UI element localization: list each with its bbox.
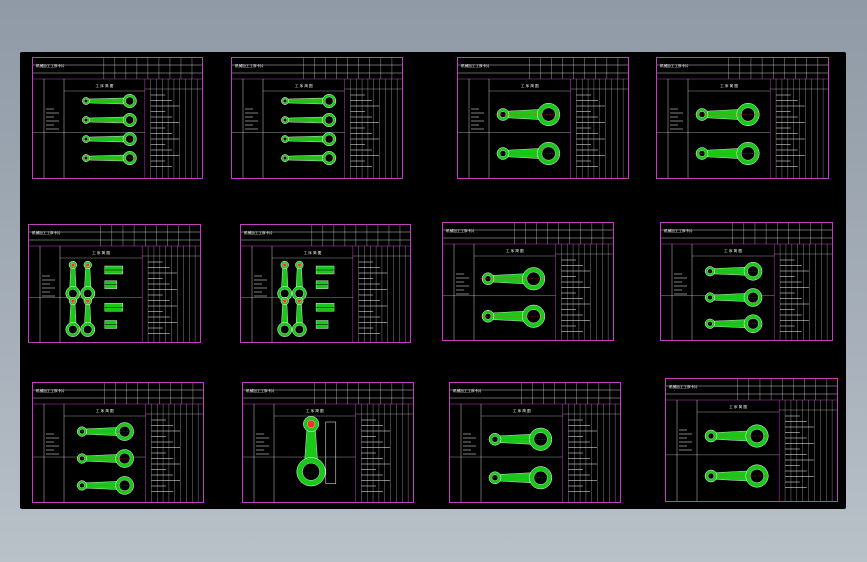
sheet-column-header: 工 序 简 图: [96, 408, 114, 413]
connecting-rod-view: [703, 262, 765, 281]
connecting-rod-view: [279, 113, 338, 128]
connecting-rod-view: [75, 476, 136, 495]
connecting-rod-view: [75, 449, 136, 468]
connecting-rod-view: [291, 296, 307, 337]
connecting-rod-view: [80, 113, 139, 128]
process-sketch: [80, 94, 139, 166]
sheet-column-header: 工 序 简 图: [729, 404, 747, 409]
connecting-rod-view: [703, 424, 771, 448]
sheet-column-header: 工 序 简 图: [506, 248, 524, 253]
connecting-rod-view: [487, 466, 554, 490]
connecting-rod-view: [80, 132, 139, 147]
connecting-rod-view: [703, 314, 765, 333]
process-card-sheet-1[interactable]: 机械加工工序卡片工 序 简 图: [32, 57, 203, 179]
sheet-column-header: 工 序 简 图: [96, 83, 114, 88]
bearing-cap-view: [315, 320, 329, 329]
connecting-rod-view: [279, 94, 338, 108]
connecting-rod-view: [80, 151, 139, 166]
connecting-rod-view: [80, 296, 96, 337]
connecting-rod-view: [703, 464, 771, 488]
sheet-column-header: 工 序 简 图: [720, 83, 738, 88]
process-sketch: [480, 267, 547, 328]
sheet-column-header: 工 序 简 图: [92, 250, 110, 255]
process-card-sheet-6[interactable]: 机械加工工序卡片工 序 简 图: [240, 224, 411, 343]
sheet-title: 机械加工工序卡片: [664, 228, 693, 233]
sheet-column-header: 工 序 简 图: [513, 408, 531, 413]
connecting-rod-view: [279, 132, 338, 147]
connecting-rod-view: [480, 304, 547, 328]
sheet-title: 机械加工工序卡片: [246, 388, 275, 393]
bearing-cap-view: [104, 320, 117, 329]
process-card-sheet-11[interactable]: 机械加工工序卡片工 序 简 图: [449, 382, 621, 503]
sheet-title: 机械加工工序卡片: [244, 230, 273, 235]
connecting-rod-view: [694, 103, 762, 126]
sheet-title: 机械加工工序卡片: [446, 228, 475, 233]
process-card-sheet-5[interactable]: 机械加工工序卡片工 序 简 图: [28, 224, 201, 343]
sheet-column-header: 工 序 简 图: [306, 408, 324, 413]
process-card-sheet-9[interactable]: 机械加工工序卡片工 序 简 图: [32, 382, 204, 503]
process-sketch: [703, 262, 765, 333]
connecting-rod-view: [277, 296, 293, 337]
sheet-title: 机械加工工序卡片: [453, 388, 482, 393]
connecting-rod-view: [277, 260, 293, 301]
process-sketch: [277, 260, 335, 337]
process-sketch: [487, 427, 554, 490]
sheet-title: 机械加工工序卡片: [235, 63, 264, 68]
process-sketch: [703, 424, 771, 488]
connecting-rod-view: [480, 267, 547, 291]
connecting-rod-view: [703, 288, 765, 307]
sheet-column-header: 工 序 简 图: [295, 83, 313, 88]
process-sketch: [65, 260, 123, 337]
process-card-sheet-12[interactable]: 机械加工工序卡片工 序 简 图: [665, 378, 838, 502]
connecting-rod-view: [495, 142, 562, 165]
bearing-cap-view: [315, 303, 335, 312]
process-card-sheet-7[interactable]: 机械加工工序卡片工 序 简 图: [442, 222, 614, 341]
connecting-rod-view: [694, 142, 762, 165]
bearing-cap-view: [104, 265, 123, 275]
sheet-frame: [242, 382, 414, 503]
process-card-sheet-8[interactable]: 机械加工工序卡片工 序 简 图: [660, 222, 833, 341]
connecting-rod-view: [291, 260, 307, 301]
sheet-title: 机械加工工序卡片: [461, 63, 490, 68]
sheet-column-header: 工 序 简 图: [724, 248, 742, 253]
process-sketch: [75, 422, 136, 495]
sheet-title: 机械加工工序卡片: [660, 63, 689, 68]
connecting-rod-view: [296, 416, 326, 487]
sheet-title: 机械加工工序卡片: [669, 384, 698, 389]
process-sketch: [279, 94, 338, 166]
bearing-cap-view: [315, 280, 329, 289]
process-card-sheet-3[interactable]: 机械加工工序卡片工 序 简 图: [457, 57, 629, 179]
sheet-title: 机械加工工序卡片: [36, 388, 65, 393]
process-sketch: [495, 103, 562, 165]
process-card-sheet-2[interactable]: 机械加工工序卡片工 序 简 图: [231, 57, 403, 179]
bearing-cap-view: [104, 303, 123, 312]
sheet-column-header: 工 序 简 图: [304, 250, 322, 255]
connecting-rod-view: [65, 296, 81, 337]
sheet-title: 机械加工工序卡片: [36, 63, 65, 68]
connecting-rod-view: [279, 151, 338, 166]
connecting-rod-view: [75, 422, 136, 441]
connecting-rod-view: [80, 260, 96, 301]
connecting-rod-view: [65, 260, 81, 301]
process-card-sheet-4[interactable]: 机械加工工序卡片工 序 简 图: [656, 57, 829, 179]
bearing-cap-view: [104, 280, 117, 289]
process-card-sheet-10[interactable]: 机械加工工序卡片工 序 简 图: [242, 382, 414, 503]
connecting-rod-view: [487, 427, 554, 451]
connecting-rod-view: [495, 103, 562, 126]
connecting-rod-view: [80, 94, 139, 108]
bearing-cap-view: [315, 265, 335, 275]
process-sketch: [296, 416, 337, 487]
sheet-column-header: 工 序 简 图: [521, 83, 539, 88]
sheet-title: 机械加工工序卡片: [32, 230, 61, 235]
process-sketch: [694, 103, 762, 165]
